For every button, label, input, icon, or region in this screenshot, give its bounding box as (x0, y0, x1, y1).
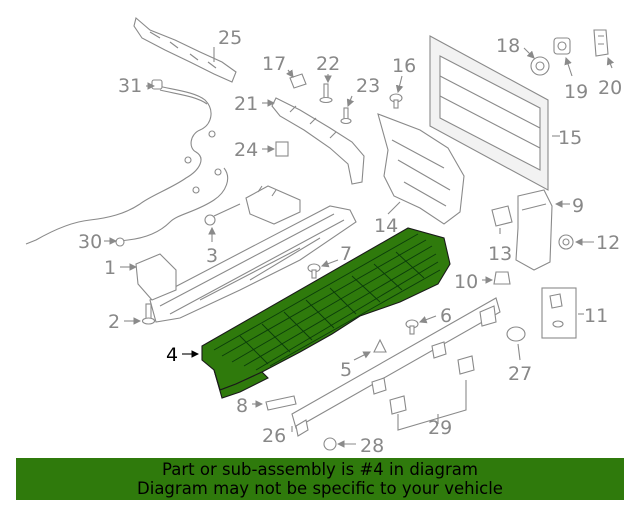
callout-22: 22 (316, 53, 340, 75)
part-2-bolt (141, 303, 156, 325)
part-31-wiring-harness (25, 79, 216, 245)
callout-1: 1 (104, 257, 116, 279)
callout-30: 30 (78, 231, 102, 253)
part-11-fastener-kit (541, 287, 577, 339)
callout-4: 4 (166, 344, 178, 366)
part-7-pushpin (307, 263, 321, 279)
part-1-bumper-bar (135, 185, 357, 323)
part-8-clip (265, 395, 297, 411)
part-3-screw (204, 203, 241, 226)
callout-25: 25 (218, 27, 242, 49)
callout-31: 31 (118, 75, 142, 97)
notice-line-part: Part or sub-assembly is #4 in diagram (162, 460, 478, 479)
callout-26: 26 (262, 425, 286, 447)
callout-3: 3 (206, 245, 218, 267)
callout-20: 20 (598, 77, 622, 99)
leader-20 (606, 56, 615, 69)
part-24-clip (275, 141, 289, 157)
callout-21: 21 (234, 93, 258, 115)
part-9-bracket (515, 189, 553, 271)
leader-23 (346, 95, 355, 108)
callout-13: 13 (488, 243, 512, 265)
callout-19: 19 (564, 81, 588, 103)
callout-7: 7 (340, 243, 352, 265)
part-12-nut (558, 234, 574, 250)
leader-29 (397, 380, 467, 431)
part-16-screw (389, 93, 403, 109)
part-27-grommet (506, 326, 526, 342)
callout-6: 6 (440, 305, 452, 327)
leader-19 (564, 56, 573, 77)
callout-23: 23 (356, 75, 380, 97)
part-19-bracket (553, 37, 571, 55)
part-10-clip (493, 271, 511, 285)
part-22-screw (319, 83, 333, 104)
part-20-bracket (593, 29, 609, 57)
leader-18 (523, 47, 535, 59)
callout-17: 17 (262, 53, 286, 75)
leader-14 (387, 201, 401, 215)
callout-8: 8 (236, 395, 248, 417)
callout-27: 27 (508, 363, 532, 385)
part-21-bracket (271, 97, 365, 185)
leader-5 (353, 351, 371, 361)
part-23-screw (340, 107, 352, 125)
callout-10: 10 (454, 271, 478, 293)
callout-11: 11 (584, 305, 608, 327)
leader-16 (395, 75, 404, 94)
part-29-fasteners (389, 355, 475, 415)
notice-line-disclaimer: Diagram may not be specific to your vehi… (137, 479, 503, 498)
callout-16: 16 (392, 55, 416, 77)
callout-14: 14 (374, 215, 398, 237)
part-28-nut (323, 437, 337, 451)
part-30-wiring-harness (111, 167, 229, 247)
part-13-clip (491, 205, 513, 227)
callout-28: 28 (360, 435, 384, 457)
part-5-pushpin (373, 338, 387, 353)
part-4-step-pad[interactable] (201, 227, 451, 399)
leader-6 (418, 315, 437, 324)
callout-9: 9 (572, 195, 584, 217)
leader-7 (320, 259, 339, 268)
callout-5: 5 (340, 359, 352, 381)
callout-18: 18 (496, 35, 520, 57)
part-26-fastener-set (291, 297, 501, 437)
leader-17 (286, 69, 294, 78)
callout-15: 15 (558, 127, 582, 149)
callout-2: 2 (108, 311, 120, 333)
part-6-pushpin (405, 319, 419, 335)
callout-12: 12 (596, 232, 620, 254)
notice-banner: Part or sub-assembly is #4 in diagram Di… (16, 458, 624, 500)
part-17-clip (289, 73, 307, 89)
leader-27 (517, 343, 521, 361)
part-25-trim-strip (133, 17, 237, 83)
callout-24: 24 (234, 139, 258, 161)
part-14-side-panel (377, 113, 465, 225)
part-15-panel (429, 35, 549, 191)
part-18-sensor (530, 56, 550, 76)
callout-29: 29 (428, 417, 452, 439)
